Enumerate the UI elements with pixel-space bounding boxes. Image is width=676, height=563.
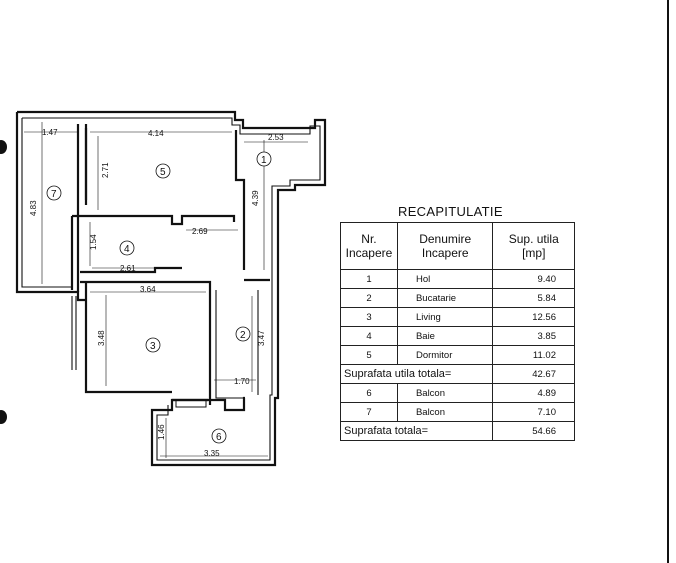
dim-2-69: 2.69 <box>192 227 208 236</box>
row-name: Living <box>396 307 494 327</box>
row-name: Baie <box>396 326 494 346</box>
util-total-label: Suprafata utila totala= <box>339 364 494 384</box>
dim-3-64: 3.64 <box>140 285 156 294</box>
svg-text:3: 3 <box>150 341 156 352</box>
svg-text:2: 2 <box>240 330 246 341</box>
dim-2-53: 2.53 <box>268 133 284 142</box>
dim-4-39: 4.39 <box>251 190 260 206</box>
row-area: 7.10 <box>492 402 575 422</box>
dim-1-70: 1.70 <box>234 377 250 386</box>
row-name: Balcon <box>396 383 494 403</box>
header-area: Sup. utila [mp] <box>492 222 575 270</box>
row-area: 3.85 <box>492 326 575 346</box>
row-name: Balcon <box>396 402 494 422</box>
row-nr: 4 <box>340 326 398 346</box>
room-marker-3: 3 <box>145 337 161 353</box>
row-area: 9.40 <box>492 269 575 289</box>
dim-4-14: 4.14 <box>148 129 164 138</box>
interior-walls <box>70 124 270 408</box>
table-row: 4 Baie 3.85 <box>340 326 575 346</box>
dim-1-47: 1.47 <box>42 128 58 137</box>
row-name: Hol <box>396 269 494 289</box>
table-row: 7 Balcon 7.10 <box>340 402 575 422</box>
svg-text:7: 7 <box>51 189 57 200</box>
row-area: 11.02 <box>492 345 575 365</box>
room-marker-2: 2 <box>235 326 251 342</box>
punch-hole-top <box>0 140 7 154</box>
dim-4-83: 4.83 <box>29 200 38 216</box>
dim-1-46: 1.46 <box>157 424 166 440</box>
outer-walls <box>15 110 327 467</box>
recap-title: RECAPITULATIE <box>398 204 503 219</box>
header-nr: Nr. Incapere <box>340 222 398 270</box>
room-marker-5: 5 <box>155 163 171 179</box>
room-marker-6: 6 <box>211 428 227 444</box>
header-name: Denumire Incapere <box>396 222 494 270</box>
table-row: 1 Hol 9.40 <box>340 269 575 289</box>
row-nr: 6 <box>340 383 398 403</box>
recap-header-row: Nr. Incapere Denumire Incapere Sup. util… <box>340 222 575 270</box>
row-nr: 5 <box>340 345 398 365</box>
grand-total-row: Suprafata totala= 54.66 <box>339 421 575 441</box>
svg-text:6: 6 <box>216 432 222 443</box>
row-nr: 3 <box>340 307 398 327</box>
table-row: 3 Living 12.56 <box>340 307 575 327</box>
dim-2-71: 2.71 <box>101 162 110 178</box>
page-edge-line <box>667 0 669 563</box>
row-nr: 7 <box>340 402 398 422</box>
room-marker-1: 1 <box>256 151 272 167</box>
util-total-row: Suprafata utila totala= 42.67 <box>339 364 575 384</box>
svg-text:5: 5 <box>160 167 166 178</box>
row-nr: 1 <box>340 269 398 289</box>
table-row: 2 Bucatarie 5.84 <box>340 288 575 308</box>
dimension-lines <box>24 122 308 458</box>
dim-3-35: 3.35 <box>204 449 220 458</box>
row-name: Dormitor <box>396 345 494 365</box>
dim-2-61: 2.61 <box>120 264 136 273</box>
grand-total-value: 54.66 <box>492 421 575 441</box>
row-area: 12.56 <box>492 307 575 327</box>
svg-text:1: 1 <box>261 155 267 166</box>
room-marker-7: 7 <box>46 185 62 201</box>
table-row: 5 Dormitor 11.02 <box>340 345 575 365</box>
table-row: 6 Balcon 4.89 <box>340 383 575 403</box>
svg-text:4: 4 <box>124 244 130 255</box>
row-area: 4.89 <box>492 383 575 403</box>
room-marker-4: 4 <box>119 240 135 256</box>
punch-hole-bottom <box>0 410 7 424</box>
row-name: Bucatarie <box>396 288 494 308</box>
grand-total-label: Suprafata totala= <box>339 421 494 441</box>
dim-3-48: 3.48 <box>97 330 106 346</box>
dim-3-47: 3.47 <box>257 330 266 346</box>
util-total-value: 42.67 <box>492 364 575 384</box>
recap-table: Nr. Incapere Denumire Incapere Sup. util… <box>339 222 575 441</box>
row-area: 5.84 <box>492 288 575 308</box>
row-nr: 2 <box>340 288 398 308</box>
dim-1-54: 1.54 <box>89 234 98 250</box>
